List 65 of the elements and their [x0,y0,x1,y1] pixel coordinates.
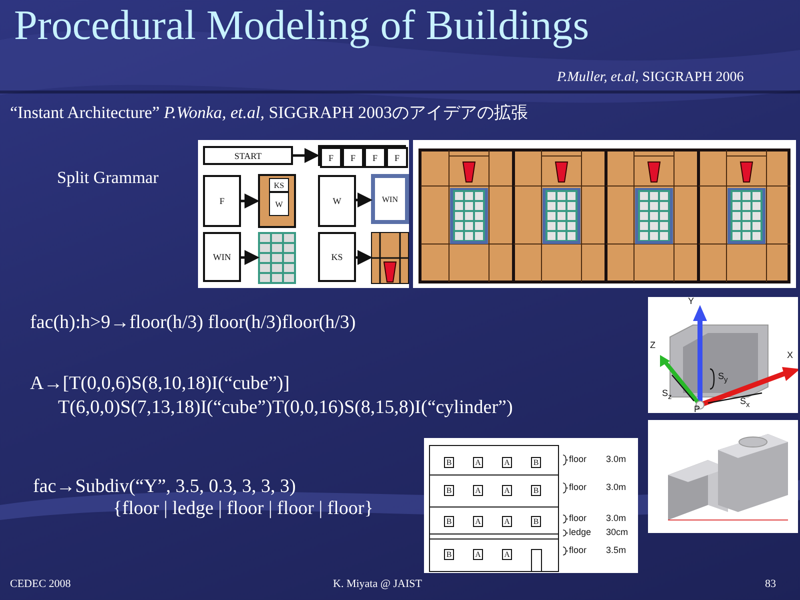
dimension-label: S$_{x}$ [740,396,750,410]
grammar-symbol-box: F [203,175,241,227]
grammar-symbol-box: KS [269,178,289,192]
floor-label: ledge [569,527,592,538]
door-box [531,549,542,572]
grammar-symbol-box: START [203,146,293,165]
grammar-rule: fac→Subdiv(“Y”, 3.5, 0.3, 3, 3, 3) [33,476,296,498]
axis-label: X [787,350,794,360]
grammar-symbol-box: KS [318,232,356,282]
window-marker: A [473,516,483,527]
dimension-label: S$_{y}$ [718,371,728,384]
window-marker: B [531,485,541,496]
window-frame-box: WIN [371,174,409,224]
window-marker: B [444,485,454,496]
height-label: 3.0m [606,513,626,524]
window-marker: A [502,485,512,496]
grammar-symbol-box: WIN [203,232,241,282]
arrow [241,250,260,265]
axis-label: Z [650,340,656,350]
footer-text: K. Miyata @ JAIST [333,578,422,591]
grammar-symbol-box: F [364,147,386,168]
window-marker: A [502,457,512,468]
floor-label: floor [569,513,587,524]
ornament-icon [371,232,409,284]
axis-label: Y [688,296,694,306]
arrow [356,250,372,265]
window-marker: B [444,549,454,560]
grammar-rule: {floor | ledge | floor | floor | floor} [113,498,374,520]
footer-text: CEDEC 2008 [10,578,71,591]
origin-label: P [694,404,700,414]
arrow [293,148,320,163]
height-label: 3.5m [606,545,626,556]
slide-title: Procedural Modeling of Buildings [14,2,590,50]
window-marker: B [444,516,454,527]
window-grid-icon [258,232,296,284]
height-label: 3.0m [606,454,626,464]
floor-label: floor [569,482,587,492]
window-marker: A [502,549,512,560]
grammar-rule: fac(h):h>9→floor(h/3) floor(h/3)floor(h/3) [30,312,356,334]
window-marker: B [444,457,454,468]
floor-label: floor [569,454,587,464]
grammar-symbol-box: F [386,147,408,168]
grammar-symbol-box: F [342,147,364,168]
grammar-symbol-box: F [320,147,342,168]
citation-text: P.Muller, et.al, SIGGRAPH 2006 [557,70,744,86]
window-marker: B [531,516,541,527]
subtitle-text: “Instant Architecture” P.Wonka, et.al, SIGGRAPH 2003のアイデアの拡張 [10,103,528,123]
floor-label: floor [569,545,587,556]
split-result-box [318,145,406,166]
window-marker: A [502,516,512,527]
arrow [241,194,260,208]
split-result-box [258,174,296,228]
page-number: 83 [765,578,776,591]
window-marker: A [473,485,483,496]
grammar-symbol-box: W [318,175,356,227]
section-heading: Split Grammar [57,168,159,188]
window-marker: A [473,457,483,468]
height-label: 30cm [606,527,628,538]
height-label: 3.0m [606,482,626,492]
arrow [356,192,372,208]
grammar-rule: A→[T(0,0,6)S(8,10,18)I(“cube”)] T(6,0,0)S(7,13,18)I(“cube”)T(0,0,16)S(8,15,8)I(“cylinder”) [30,372,514,420]
window-marker: B [531,457,541,468]
window-marker: A [473,549,483,560]
dimension-label: S$_{z}$ [662,388,672,402]
grammar-symbol-box: W [269,192,289,216]
